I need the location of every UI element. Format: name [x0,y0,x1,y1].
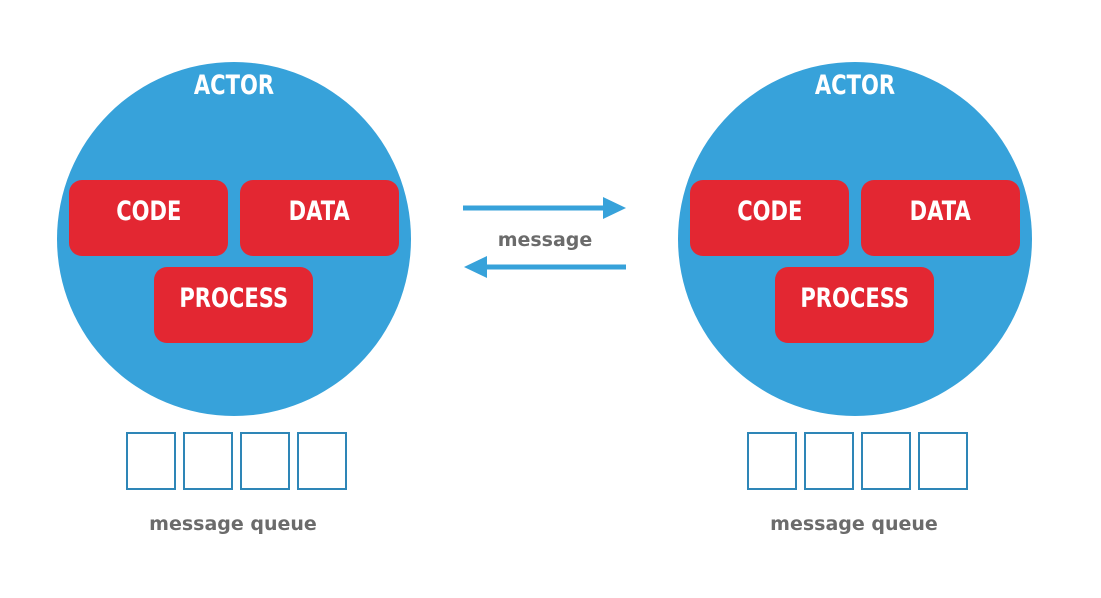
message-queue-right [747,432,968,490]
code-box: CODE [69,180,228,256]
message-queue-left [126,432,347,490]
process-box: PROCESS [775,267,934,343]
arrow-right-icon [463,197,626,219]
actor-right: ACTOR CODE DATA PROCESS [678,62,1032,416]
data-box: DATA [240,180,399,256]
queue-slot [804,432,854,490]
process-label: PROCESS [800,282,909,314]
queue-slot [126,432,176,490]
actor-left: ACTOR CODE DATA PROCESS [57,62,411,416]
message-queue-label: message queue [770,513,938,535]
actor-title: ACTOR [814,70,896,101]
actor-title: ACTOR [193,70,275,101]
data-label: DATA [909,195,972,227]
arrow-left-icon [464,256,626,278]
message-label: message [497,229,593,251]
data-box: DATA [861,180,1020,256]
queue-slot [747,432,797,490]
queue-slot [183,432,233,490]
data-label: DATA [288,195,351,227]
process-label: PROCESS [179,282,288,314]
queue-slot [297,432,347,490]
code-label: CODE [736,195,803,227]
process-box: PROCESS [154,267,313,343]
message-queue-label: message queue [149,513,317,535]
code-label: CODE [115,195,182,227]
queue-slot [861,432,911,490]
queue-slot [918,432,968,490]
code-box: CODE [690,180,849,256]
message-arrows [463,197,626,278]
queue-slot [240,432,290,490]
